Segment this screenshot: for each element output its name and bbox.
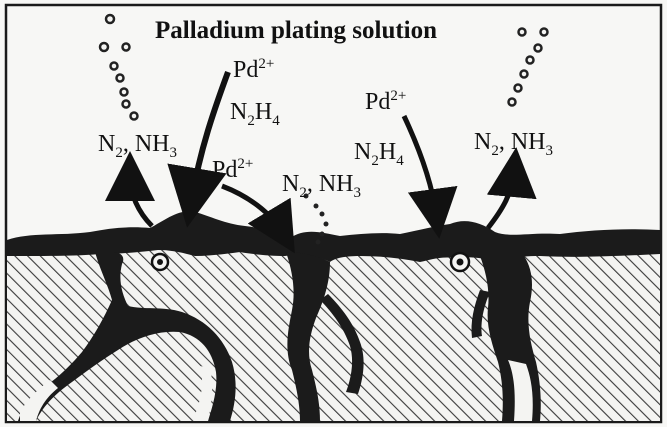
label-gas-left-sub1: 2 (115, 145, 123, 161)
label-gas-center-n: N (282, 171, 299, 197)
label-n2h4-top-sub1: 2 (247, 113, 255, 129)
label-pd-right: Pd2+ (365, 90, 406, 114)
arrow-pd-right-down (404, 116, 436, 214)
label-gas-left: N2, NH3 (98, 132, 177, 156)
label-gas-right: N2, NH3 (474, 130, 553, 154)
label-gas-right-mid: , NH (499, 129, 546, 155)
label-n2h4-top-sub2: 4 (272, 113, 280, 129)
label-pd-top-charge: 2+ (258, 56, 274, 72)
activation-site-left (152, 254, 168, 270)
label-gas-right-sub1: 2 (491, 143, 499, 159)
label-n2h4-top-h: H (255, 99, 272, 125)
label-pd-top: Pd2+ (233, 58, 274, 82)
label-pd-mid-charge: 2+ (237, 156, 253, 172)
arrow-right-gas-up (488, 172, 514, 228)
label-gas-right-n: N (474, 129, 491, 155)
arrow-left-gas-up (130, 176, 152, 226)
label-gas-left-sub2: 3 (170, 145, 178, 161)
label-n2h4-top-n: N (230, 99, 247, 125)
label-pd-top-symbol: Pd (233, 57, 258, 83)
label-n2h4-right-sub2: 4 (396, 153, 404, 169)
label-gas-right-sub2: 3 (546, 143, 554, 159)
label-gas-center-sub2: 3 (354, 185, 362, 201)
label-n2h4-right-sub1: 2 (371, 153, 379, 169)
label-n2h4-right-n: N (354, 139, 371, 165)
label-n2h4-right: N2H4 (354, 140, 404, 164)
label-gas-center-mid: , NH (307, 171, 354, 197)
activation-site-right (451, 253, 469, 271)
label-pd-mid: Pd2+ (212, 158, 253, 182)
label-n2h4-top: N2H4 (230, 100, 280, 124)
label-pd-right-symbol: Pd (365, 89, 390, 115)
diagram-title: Palladium plating solution (155, 18, 437, 43)
gas-bubbles-right (509, 29, 548, 106)
label-gas-center: N2, NH3 (282, 172, 361, 196)
label-n2h4-right-h: H (379, 139, 396, 165)
label-pd-right-charge: 2+ (390, 88, 406, 104)
label-gas-left-mid: , NH (123, 131, 170, 157)
label-pd-mid-symbol: Pd (212, 157, 237, 183)
label-gas-left-n: N (98, 131, 115, 157)
gas-bubbles-left (100, 15, 138, 120)
label-gas-center-sub1: 2 (299, 185, 307, 201)
